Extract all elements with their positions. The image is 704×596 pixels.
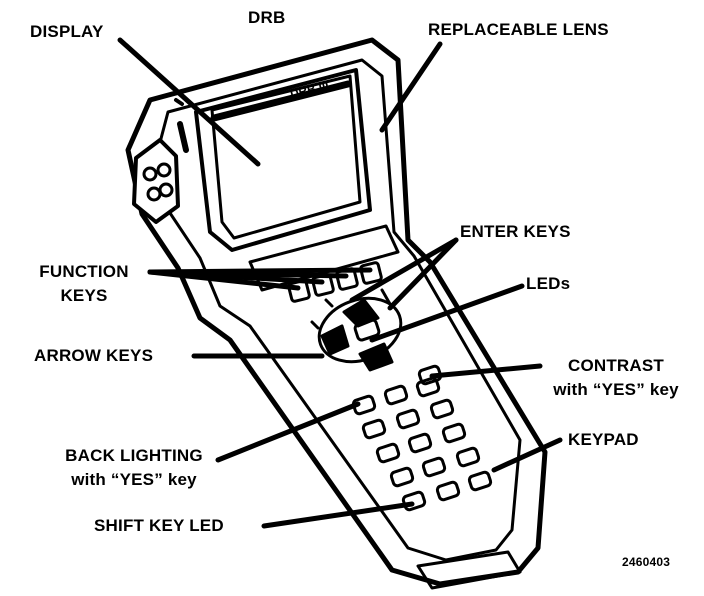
display-label: DISPLAY bbox=[30, 22, 104, 41]
contrast-label: CONTRAST with “YES” key bbox=[528, 356, 704, 400]
leader-enter-keys-a bbox=[349, 237, 459, 303]
led-indicator bbox=[324, 298, 334, 308]
shift-key-led-label: SHIFT KEY LED bbox=[94, 516, 224, 535]
arrow-key-down bbox=[358, 342, 394, 372]
keypad-grid bbox=[351, 376, 493, 512]
title-label: DRB bbox=[248, 8, 286, 27]
contrast-key bbox=[417, 364, 443, 386]
arrow-key-left bbox=[320, 324, 350, 356]
function-keys-label-line2: KEYS bbox=[60, 286, 108, 305]
contrast-label-line1: CONTRAST bbox=[567, 356, 665, 375]
led-indicator bbox=[310, 320, 320, 330]
arrow-keys-label: ARROW KEYS bbox=[34, 346, 154, 365]
led-indicator bbox=[380, 288, 392, 306]
leader-shift-key-led bbox=[261, 501, 415, 529]
display-side-mark bbox=[174, 98, 184, 106]
function-keys-label-line1: FUNCTION bbox=[39, 262, 129, 281]
figure-number: 2460403 bbox=[622, 555, 671, 569]
back-lighting-label-line1: BACK LIGHTING bbox=[65, 446, 203, 465]
function-key bbox=[359, 261, 383, 285]
bottom-connector bbox=[416, 550, 522, 590]
leader-keypad bbox=[491, 437, 563, 473]
contrast-label-line2: with “YES” key bbox=[553, 380, 679, 399]
display-screen bbox=[210, 74, 362, 240]
connector-pin bbox=[158, 182, 174, 198]
display-header-bar bbox=[210, 80, 352, 122]
side-connector bbox=[132, 138, 180, 224]
enter-keys-label: ENTER KEYS bbox=[460, 222, 571, 241]
leader-display bbox=[117, 37, 261, 167]
leader-leds bbox=[369, 283, 525, 343]
back-lighting-label-line2: with “YES” key bbox=[71, 470, 197, 489]
function-keys-label: FUNCTION KEYS bbox=[26, 262, 142, 306]
keypad-label: KEYPAD bbox=[568, 430, 639, 449]
display-side-mark bbox=[177, 121, 189, 153]
leader-back-lighting bbox=[215, 401, 361, 463]
leader-contrast bbox=[429, 363, 543, 379]
connector-pin bbox=[142, 166, 158, 182]
device-bezel bbox=[156, 58, 522, 562]
replaceable-lens-label: REPLACEABLE LENS bbox=[428, 20, 609, 39]
enter-key bbox=[353, 318, 381, 342]
leds-label: LEDs bbox=[526, 274, 571, 293]
connector-pin bbox=[156, 162, 172, 178]
leader-function-keys-d bbox=[147, 267, 373, 275]
leader-replaceable-lens bbox=[379, 41, 443, 133]
back-lighting-label: BACK LIGHTING with “YES” key bbox=[44, 446, 224, 490]
leader-enter-keys-b bbox=[387, 237, 459, 311]
leader-lines bbox=[117, 37, 563, 529]
